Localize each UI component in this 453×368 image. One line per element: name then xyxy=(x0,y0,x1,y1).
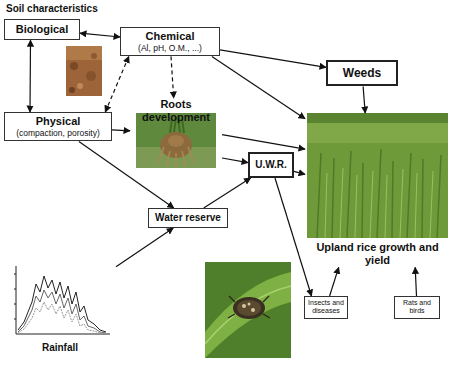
connector-arrow xyxy=(294,171,305,174)
process-box: Weeds xyxy=(326,60,398,86)
process-box: U.W.R. xyxy=(248,152,294,178)
process-box: Water reserve xyxy=(148,208,228,228)
chart-node: Rainfall xyxy=(4,262,116,354)
connector-arrow xyxy=(415,267,416,296)
process-box: Physical(compaction, porosity) xyxy=(4,112,112,141)
connector-arrow xyxy=(112,130,130,131)
connector-arrow xyxy=(363,86,365,113)
process-box: Chemical(Al, pH, O.M., ...) xyxy=(120,27,220,56)
connector-arrow xyxy=(171,56,174,98)
node-text: Physical xyxy=(10,115,106,128)
node-text: Roots development xyxy=(130,98,222,124)
node-text: Water reserve xyxy=(154,212,222,224)
soil-photo xyxy=(66,46,102,96)
insect-photo xyxy=(205,262,291,358)
connector-arrow xyxy=(222,158,248,163)
node-text: U.W.R. xyxy=(254,159,288,171)
node-text: (compaction, porosity) xyxy=(10,128,106,138)
connector-arrow xyxy=(275,178,312,296)
process-box: Biological xyxy=(4,19,80,40)
process-box: Insects and diseases xyxy=(304,296,348,319)
node-text: Biological xyxy=(11,23,73,36)
connector-arrow xyxy=(222,135,305,149)
node-text: Chemical xyxy=(126,30,214,43)
node-text: (Al, pH, O.M., ...) xyxy=(126,43,214,53)
connector-arrow xyxy=(80,33,120,37)
connector-arrow xyxy=(105,56,129,112)
connector-arrow xyxy=(116,228,173,267)
process-box: Rats and birds xyxy=(394,296,440,319)
rice-field-photo xyxy=(307,113,448,238)
connector-arrow xyxy=(29,40,31,112)
connector-arrow xyxy=(220,50,326,67)
connector-arrow xyxy=(204,178,251,208)
photo-node: Upland rice growth and yield xyxy=(305,113,450,267)
node-text: Rats and birds xyxy=(397,299,437,316)
node-text: Upland rice growth and yield xyxy=(309,241,446,267)
node-text: Rainfall xyxy=(6,342,114,354)
connector-arrow xyxy=(330,267,339,296)
diagram-title: Soil characteristics xyxy=(6,3,98,14)
node-text: Weeds xyxy=(334,66,390,80)
connector-arrow xyxy=(212,56,305,118)
photo-node: Roots development xyxy=(130,98,222,169)
connector-arrow xyxy=(79,141,174,208)
rainfall-chart xyxy=(6,262,114,340)
node-text: Insects and diseases xyxy=(307,299,345,316)
